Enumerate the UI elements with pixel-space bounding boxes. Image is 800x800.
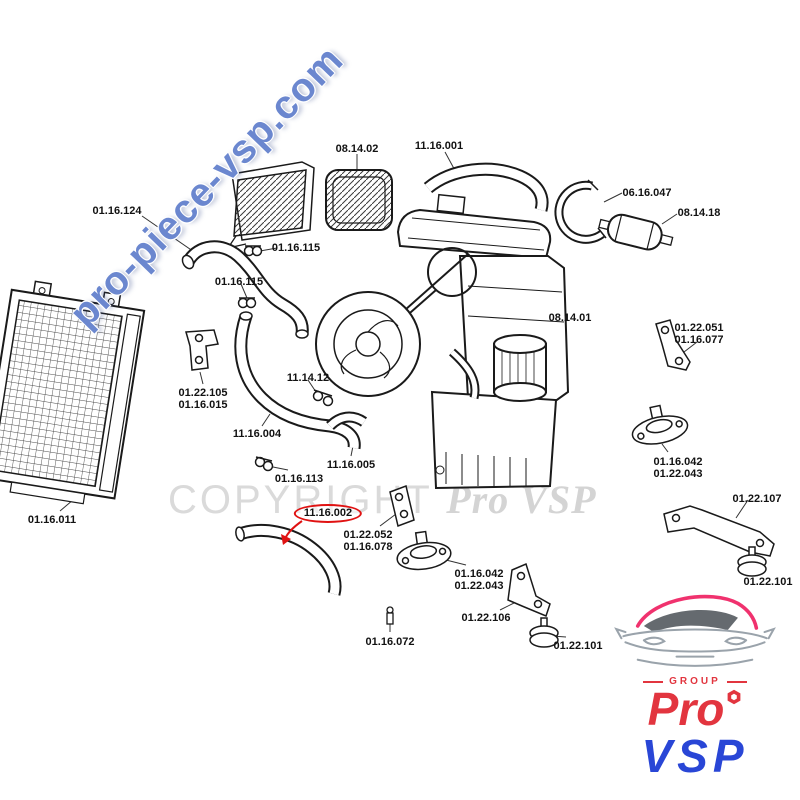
part-label-01-22-043-a: 01.22.043 (653, 468, 703, 480)
part-label-01-16-115-b: 01.16.115 (214, 276, 264, 288)
hose-upper-left (181, 240, 309, 339)
part-label-08-14-01: 08.14.01 (548, 312, 592, 324)
part-label-08-14-02: 08.14.02 (335, 143, 379, 155)
logo-dash-left (643, 680, 664, 683)
provsp-logo: GROUP Pro VSP (606, 583, 784, 779)
part-label-01-16-072: 01.16.072 (365, 636, 415, 648)
logo-dash-right (726, 680, 747, 683)
part-label-01-16-077: 01.16.077 (674, 334, 724, 346)
mount-01-16-042-right (631, 404, 689, 445)
part-label-01-22-105: 01.22.105 (178, 387, 228, 399)
air-filter-element (325, 169, 393, 231)
part-label-11-16-005: 11.16.005 (326, 459, 376, 471)
logo-pro-label: Pro (647, 683, 725, 735)
part-label-08-14-18: 08.14.18 (677, 207, 721, 219)
bracket-01-22-105 (185, 329, 219, 371)
logo-group-label: GROUP (669, 676, 721, 687)
mount-01-22-101-right (737, 546, 767, 577)
highlight-marker (281, 520, 303, 545)
part-label-01-16-078: 01.16.078 (343, 541, 393, 553)
hose-top (423, 162, 549, 212)
clamp-01-16-115-a (243, 245, 263, 257)
part-label-11-16-001: 11.16.001 (414, 140, 464, 152)
part-label-01-16-124: 01.16.124 (92, 205, 142, 217)
hose-lower-radiator (234, 311, 368, 450)
part-label-01-16-015: 01.16.015 (178, 399, 228, 411)
part-label-11-14-12: 11.14.12 (286, 372, 330, 384)
part-label-01-22-052: 01.22.052 (343, 529, 393, 541)
hex-nut-icon (727, 689, 741, 705)
part-label-01-22-101-b: 01.22.101 (553, 640, 603, 652)
clamp-01-16-113 (254, 456, 274, 472)
bracket-01-22-106 (507, 562, 551, 618)
mount-01-16-042-center (396, 530, 452, 571)
hose-highlighted (235, 524, 342, 596)
bracket-01-22-107 (663, 505, 775, 557)
bracket-01-22-052 (389, 484, 415, 528)
fuel-filter (598, 213, 674, 251)
part-label-01-16-042-a: 01.16.042 (653, 456, 703, 468)
mount-01-22-101-bottom (529, 617, 559, 648)
clamp-01-16-115-b (237, 297, 257, 309)
logo-group-row: GROUP (606, 676, 784, 687)
bracket-01-22-051 (655, 319, 691, 371)
part-label-01-22-107: 01.22.107 (732, 493, 782, 505)
air-filter-housing (226, 161, 315, 249)
part-label-01-16-115-a: 01.16.115 (271, 242, 321, 254)
part-label-01-16-011: 01.16.011 (27, 514, 77, 526)
part-label-06-16-047: 06.16.047 (622, 187, 672, 199)
radiator (0, 280, 146, 505)
spring-clip (554, 179, 607, 244)
oil-filter (493, 334, 547, 402)
fitting-11-14-12 (312, 389, 334, 407)
part-label-11-16-002-highlighted: 11.16.002 (293, 504, 363, 523)
car-sketch-icon (614, 594, 776, 667)
part-label-01-22-101-a: 01.22.101 (743, 576, 793, 588)
bolt-01-16-072 (386, 606, 394, 625)
cooling-fan (315, 291, 421, 397)
part-label-01-22-051: 01.22.051 (674, 322, 724, 334)
part-label-01-16-113: 01.16.113 (274, 473, 324, 485)
logo-pro-row: Pro (606, 683, 784, 735)
part-label-01-22-043-b: 01.22.043 (454, 580, 504, 592)
part-label-01-16-042-b: 01.16.042 (454, 568, 504, 580)
logo-vsp-label: VSP (641, 730, 749, 782)
engine-assembly (315, 193, 570, 490)
part-label-11-16-004: 11.16.004 (232, 428, 282, 440)
part-label-01-22-106: 01.22.106 (461, 612, 511, 624)
